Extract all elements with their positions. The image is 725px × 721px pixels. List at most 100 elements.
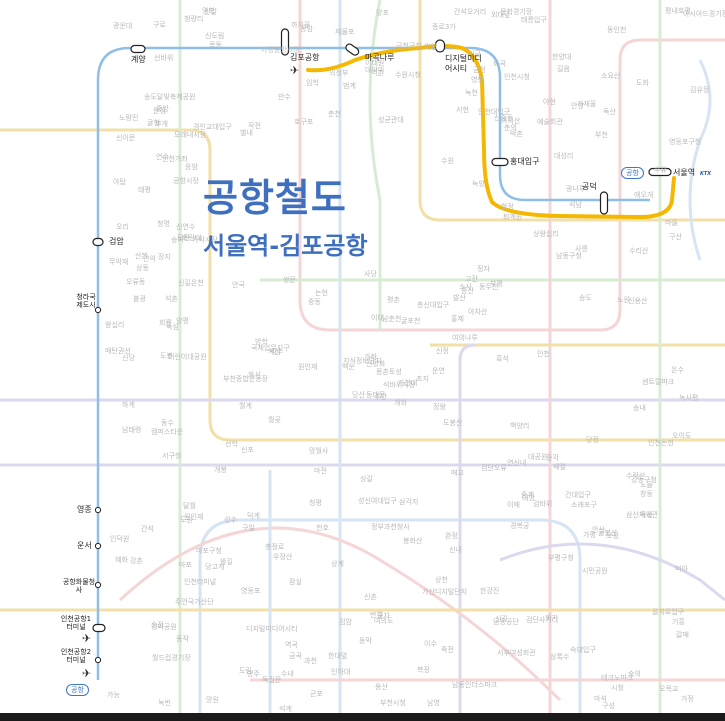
background-station-label: 완정: [445, 532, 458, 540]
background-station-label: 양평: [176, 317, 189, 325]
background-station-label: 독립문: [262, 676, 282, 684]
station-magoknaru-label[interactable]: 마곡나루: [365, 53, 395, 62]
background-station-label: 녹천: [465, 89, 478, 97]
background-station-label: 노원: [617, 296, 630, 304]
station-geomam-label[interactable]: 검암: [109, 237, 124, 246]
background-station-label: 달월: [183, 502, 196, 510]
background-station-label: 총신대입구: [417, 301, 450, 309]
background-station-label: 도원: [180, 516, 193, 524]
station-t2-label[interactable]: 인천공항2터미널: [60, 648, 92, 664]
background-station-label: 송내: [633, 404, 646, 412]
background-station-label: 숭의: [628, 670, 641, 678]
background-station-label: 합정: [501, 203, 514, 211]
background-station-label: 이대: [371, 314, 384, 322]
background-station-label: 광운대: [113, 22, 133, 30]
station-gyeyang-label[interactable]: 계양: [131, 55, 146, 64]
station-marker-gyeyang: [130, 44, 146, 54]
background-station-label: 남영: [427, 699, 440, 707]
background-station-label: 독산: [603, 108, 616, 116]
airport-badge-t2: 공항: [66, 684, 89, 696]
station-marker-magoknaru: [345, 43, 360, 56]
background-station-label: 노량진: [119, 114, 139, 122]
background-station-label: 주안: [374, 393, 387, 401]
airport-railroad-line: [96, 46, 650, 680]
background-station-label: 남동공단: [493, 618, 519, 626]
background-station-label: 귤현: [147, 119, 160, 127]
station-yeongjong-label[interactable]: 영종: [77, 505, 92, 514]
background-station-label: 가좌: [364, 353, 377, 361]
background-station-label: 남춘천: [382, 315, 402, 323]
background-station-label: 금정: [473, 66, 486, 74]
background-station-label: 안국: [232, 281, 245, 289]
background-station-label: 개봉: [214, 466, 227, 474]
background-station-label: 수락산: [626, 472, 646, 480]
background-station-label: 잠실: [289, 578, 302, 586]
background-station-label: 상갈: [360, 475, 373, 483]
background-station-label: 간석: [141, 525, 154, 533]
background-station-label: 홍제: [451, 315, 464, 323]
background-station-label: 안양: [571, 102, 584, 110]
background-station-label: 군자: [377, 612, 390, 620]
background-station-label: 부평구청: [548, 554, 574, 562]
background-station-label: 관악: [143, 255, 156, 263]
background-station-label: 당산: [352, 391, 365, 399]
background-station-label: 왕십리: [105, 321, 125, 329]
background-station-label: 상록수: [550, 653, 570, 661]
station-cheongna-label[interactable]: 청라국제도시: [76, 293, 96, 309]
background-station-label: 양주: [247, 670, 260, 678]
background-station-label: 망월사: [309, 447, 329, 455]
background-station-label: 가락시장: [192, 236, 218, 244]
background-station-label: 매탄권선: [105, 347, 131, 355]
background-station-label: 논현: [315, 289, 328, 297]
background-station-label: 망원: [206, 696, 219, 704]
background-station-label: 인덕원: [110, 535, 130, 543]
route-subtitle: 서울역-김포공항: [203, 232, 368, 260]
background-station-label: 사릉: [575, 245, 588, 253]
background-station-label: 가정중앙시장: [261, 46, 300, 54]
background-station-label: 구일: [242, 524, 255, 532]
background-station-label: 성균관대: [378, 116, 404, 124]
station-marker-unseo: [94, 542, 102, 550]
background-station-label: 용산: [375, 683, 388, 691]
background-station-label: 이매: [507, 501, 520, 509]
station-gimpo-airport-label[interactable]: 김포공항: [290, 53, 320, 62]
station-dmc-label[interactable]: 디지털미디어시티: [445, 54, 482, 73]
background-line: [0, 128, 725, 442]
background-station-label: 가평: [583, 531, 596, 539]
background-station-label: 백양리: [510, 422, 530, 430]
background-station-label: 주안국가산단: [175, 598, 214, 606]
background-station-label: 청량리: [184, 15, 204, 23]
background-station-label: 인천논현: [648, 439, 674, 447]
background-station-label: 흑석: [496, 355, 509, 363]
station-cargo-label[interactable]: 공항화물청사: [62, 578, 96, 594]
background-station-label: 덕계: [247, 512, 260, 520]
station-hongik-label[interactable]: 홍대입구: [510, 157, 540, 166]
background-station-label: 백운: [342, 363, 355, 371]
background-station-label: 마전: [314, 467, 327, 475]
airplane-icon-t1: ✈: [82, 632, 92, 645]
background-station-label: 봉화산: [403, 537, 423, 545]
background-station-label: 연신내: [507, 459, 527, 467]
background-station-label: 검바위: [533, 500, 553, 508]
background-station-label: 보정: [606, 532, 619, 540]
airport-badge-seoul: 공항: [621, 167, 644, 179]
background-station-label: 남동인더스파크: [452, 681, 498, 689]
background-station-label: 매교: [451, 469, 464, 477]
bottom-edge-bar: [0, 713, 725, 721]
background-station-label: 센트럴파크: [642, 378, 675, 386]
background-station-label: 야탑: [113, 178, 126, 186]
station-t1-label[interactable]: 인천공항1터미널: [60, 615, 92, 631]
background-station-label: 김유정: [690, 86, 710, 94]
background-station-label: 충정로: [265, 543, 285, 551]
background-station-label: 수원: [441, 157, 454, 165]
background-station-label: 부천시청: [380, 699, 406, 707]
station-gongdeok-label[interactable]: 공덕: [582, 182, 597, 191]
station-seoul-label[interactable]: 서울역: [673, 168, 696, 177]
station-unseo-label[interactable]: 운서: [77, 541, 92, 550]
background-station-label: 송파: [171, 236, 184, 244]
station-marker-gimpo-airport: [280, 28, 290, 56]
background-station-label: 평내호평: [665, 7, 691, 15]
background-station-label: 상동: [136, 264, 149, 272]
background-station-label: 상왕십리: [533, 230, 559, 238]
background-station-label: 검단오류: [481, 464, 507, 472]
